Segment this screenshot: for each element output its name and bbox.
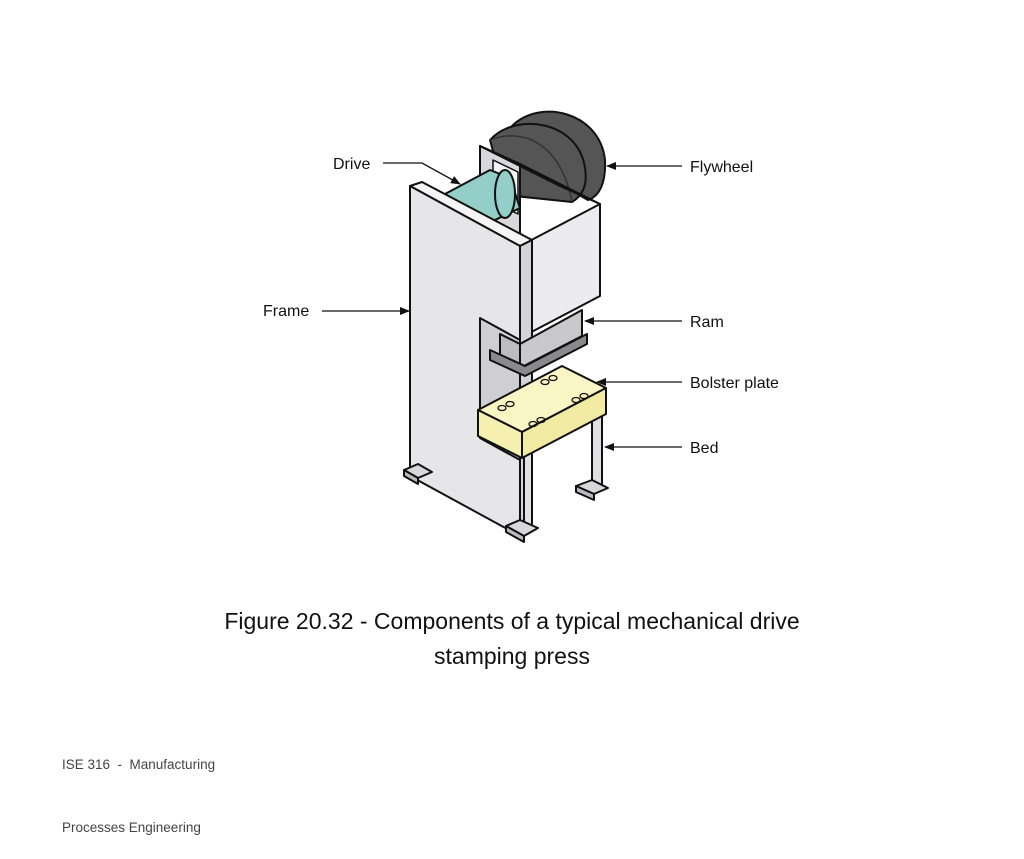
ram-label: Ram <box>690 314 724 331</box>
figure-caption: Figure 20.32 - Components of a typical m… <box>112 604 912 674</box>
caption-line-1: Figure 20.32 - Components of a typical m… <box>224 608 800 634</box>
footer-line-1: ISE 316 - Manufacturing <box>62 757 216 772</box>
footer-line-2: Processes Engineering <box>62 820 201 835</box>
bed-label: Bed <box>690 440 718 457</box>
frame-label: Frame <box>263 303 309 320</box>
flywheel-label: Flywheel <box>690 159 753 176</box>
stamping-press-diagram: Drive Flywheel Frame Ram Bolster plate B… <box>263 110 779 543</box>
bed-legs <box>403 407 609 543</box>
ram <box>489 309 588 377</box>
bolster-plate-label: Bolster plate <box>690 375 779 392</box>
slide-footer: ISE 316 - Manufacturing Processes Engine… <box>62 712 215 859</box>
caption-line-2: stamping press <box>434 643 590 669</box>
bolster-plate-holes <box>497 374 589 428</box>
drive-label: Drive <box>333 156 370 173</box>
drive-leader <box>383 162 461 185</box>
